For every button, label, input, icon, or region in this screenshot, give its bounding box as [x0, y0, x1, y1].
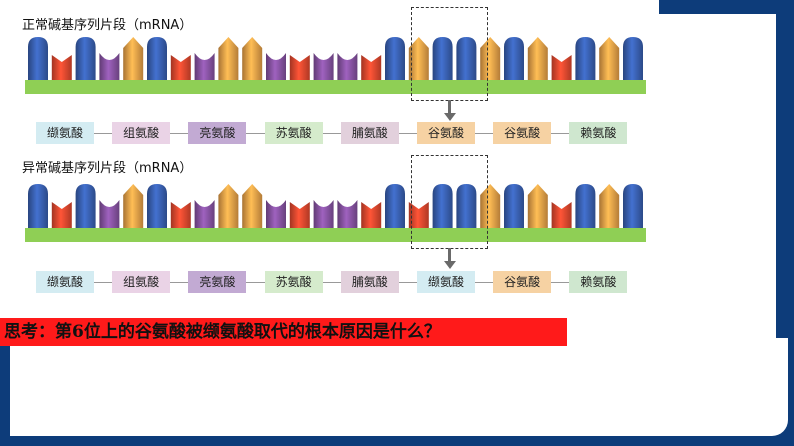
mutant-arrow-stem	[448, 248, 451, 262]
mutant-amino-acid-1: 缬氨酸	[36, 271, 94, 293]
question-banner: 思考：第6位上的谷氨酸被缬氨酸取代的根本原因是什么？	[0, 318, 567, 346]
mutant-amino-acid-5: 脯氨酸	[341, 271, 399, 293]
normal-arrow-down-icon	[444, 113, 456, 121]
mutant-arrow-down-icon	[444, 261, 456, 269]
mutant-peptide-bond	[170, 282, 188, 283]
mutant-amino-acid-2: 组氨酸	[112, 271, 170, 293]
mutant-amino-acid-8: 赖氨酸	[569, 271, 627, 293]
mutant-peptide-bond	[551, 282, 569, 283]
mutant-amino-acid-4: 苏氨酸	[265, 271, 323, 293]
mutant-amino-acid-6: 缬氨酸	[417, 271, 475, 293]
mutant-amino-acid-7: 谷氨酸	[493, 271, 551, 293]
mutant-peptide-bond	[94, 282, 112, 283]
mutant-amino-acid-3: 亮氨酸	[188, 271, 246, 293]
mutant-peptide-bond	[246, 282, 264, 283]
mutant-codon-highlight-box	[411, 155, 488, 249]
mutant-peptide-bond	[475, 282, 493, 283]
mutant-peptide-bond	[323, 282, 341, 283]
mutant-peptide-bond	[399, 282, 417, 283]
normal-arrow-stem	[448, 100, 451, 114]
normal-codon-highlight-box	[411, 7, 488, 101]
